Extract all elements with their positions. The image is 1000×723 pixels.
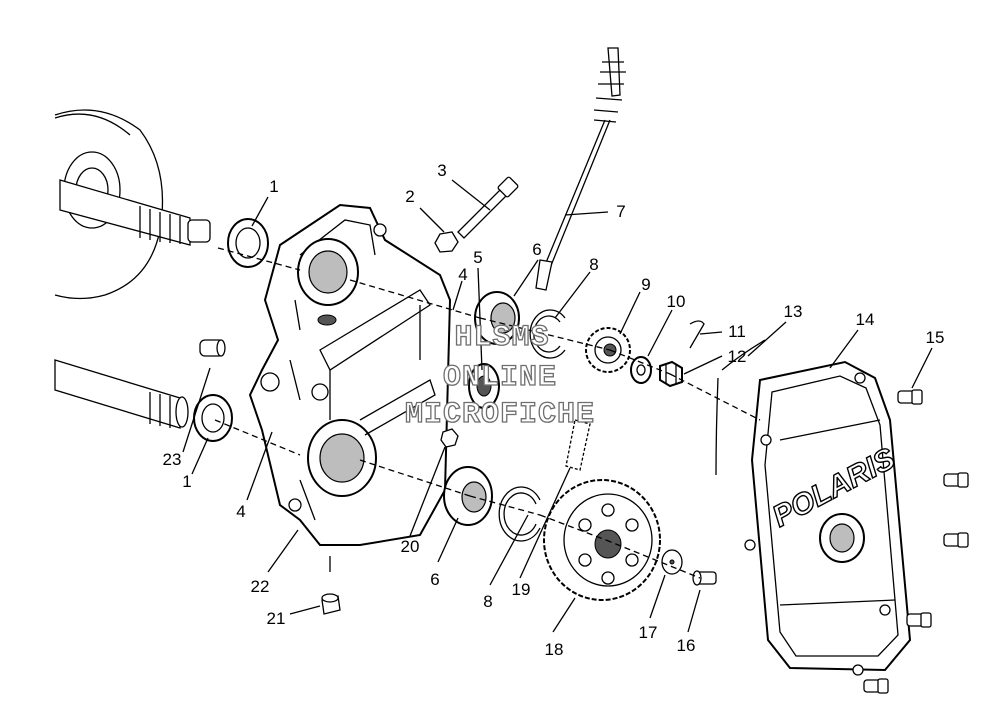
callout-18: 18 [545, 640, 564, 659]
callout-19: 19 [512, 580, 531, 599]
watermark: HLSMS ONLINE MICROFICHE [404, 320, 595, 432]
hex-nut-top [434, 231, 459, 253]
chaincase-cover: POLARIS [744, 360, 912, 676]
cover-bolts [863, 389, 969, 694]
watermark-line-1: HLSMS [454, 321, 549, 355]
callout-21: 21 [267, 609, 286, 628]
snap-ring-upper [529, 309, 566, 359]
cotter-pin [689, 320, 705, 349]
dowel-pin [199, 339, 226, 357]
callout-6-upper: 6 [532, 240, 541, 259]
leader-lines [182, 179, 933, 633]
chaincase-housing [248, 203, 452, 546]
callout-11: 11 [728, 322, 746, 341]
watermark-line-2: ONLINE [443, 361, 557, 395]
watermark-line-3: MICROFICHE [405, 398, 595, 432]
callout-5: 5 [473, 248, 482, 267]
callout-labels: 1 2 3 4 5 6 7 8 9 10 11 12 13 14 15 23 1… [163, 161, 945, 659]
callout-8-upper: 8 [589, 255, 598, 274]
upper-shaft [59, 179, 211, 246]
oil-seal-lower [193, 394, 233, 442]
callout-22: 22 [251, 577, 270, 596]
callout-1-lower: 1 [182, 472, 191, 491]
drain-plug [321, 593, 341, 615]
alignment-lines [214, 247, 761, 579]
callout-6-lower: 6 [430, 570, 439, 589]
callout-12: 12 [728, 347, 747, 366]
bolt-short [692, 570, 717, 586]
bolt-long [457, 176, 519, 239]
drive-chain [565, 419, 591, 471]
dipstick [535, 47, 626, 291]
callout-15: 15 [926, 328, 945, 347]
callout-10: 10 [667, 292, 686, 311]
callout-13: 13 [784, 302, 803, 321]
callout-8-lower: 8 [483, 592, 492, 611]
callout-1-upper: 1 [269, 177, 278, 196]
callout-23: 23 [163, 450, 182, 469]
callout-17: 17 [639, 623, 658, 642]
tensioner [468, 363, 500, 409]
callout-4-lower: 4 [236, 502, 245, 521]
bearing-upper [474, 291, 520, 345]
cover-gasket [715, 339, 766, 476]
hex-nut-mid [440, 428, 459, 448]
washer [630, 356, 652, 384]
sprocket-large [543, 479, 661, 601]
callout-14: 14 [856, 310, 875, 329]
snap-ring-lower [498, 486, 541, 542]
callout-3: 3 [437, 161, 446, 180]
callout-7: 7 [616, 202, 625, 221]
oil-seal-upper [227, 218, 269, 268]
callout-4-upper: 4 [458, 265, 467, 284]
thrust-washer [661, 549, 683, 575]
callout-9: 9 [641, 275, 650, 294]
callout-20: 20 [401, 537, 420, 556]
callout-2: 2 [405, 187, 414, 206]
lower-shaft [54, 359, 189, 429]
callout-16: 16 [677, 636, 696, 655]
